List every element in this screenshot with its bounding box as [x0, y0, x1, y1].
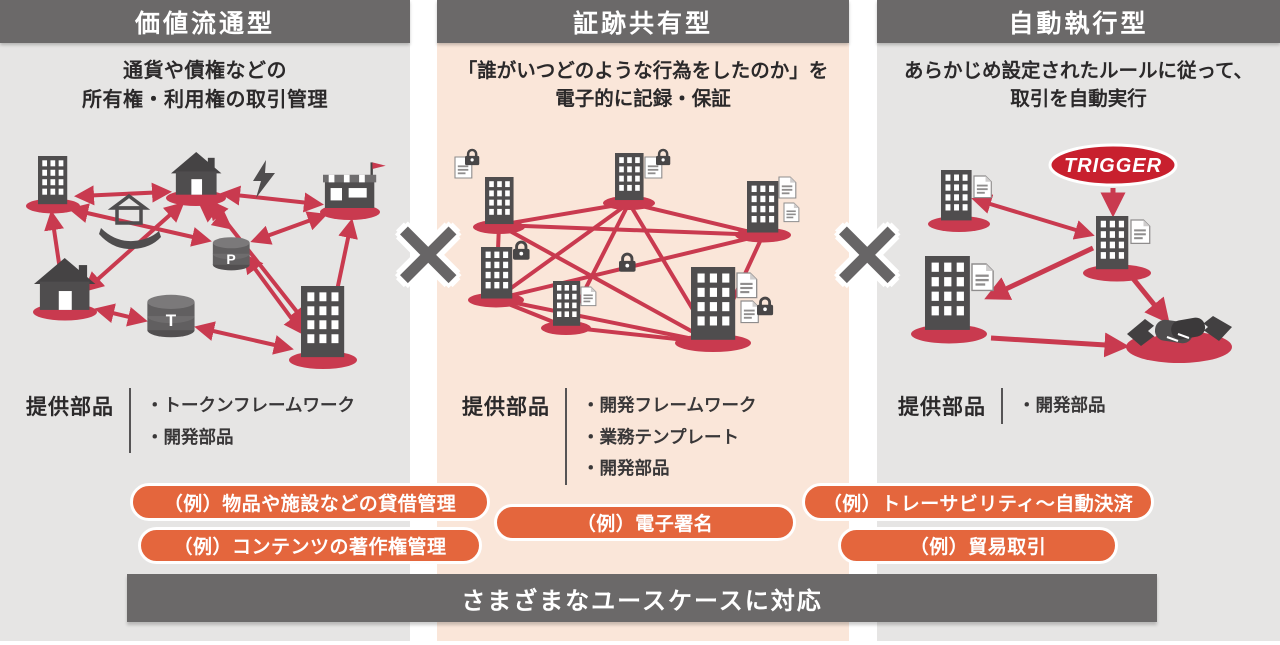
column-description: あらかじめ設定されたルールに従って、 取引を自動実行 [877, 57, 1280, 114]
parts-item: ・トークンフレームワーク [146, 395, 355, 415]
network-arrows [971, 188, 1170, 358]
building-icon [615, 153, 644, 201]
document-icon [1130, 219, 1151, 245]
column-description: 通貨や債権などの 所有権・利用権の取引管理 [0, 57, 410, 115]
parts-item: ・開発部品 [146, 426, 234, 447]
evidence-network-illustration [454, 148, 800, 352]
document-icon [740, 300, 759, 324]
description-line: 「誰がいつどのような行為をしたのか」を [457, 60, 829, 82]
vertical-divider [565, 388, 567, 485]
building-icon [38, 156, 68, 205]
provided-parts: 提供部品 ・開発部品 [898, 388, 1106, 424]
description-line: 取引を自動実行 [1010, 88, 1147, 111]
document-icon [778, 176, 797, 199]
parts-item: ・開発部品 [1018, 395, 1106, 415]
column-header-value-distribution: 価値流通型 [0, 0, 410, 43]
provided-parts: 提供部品 ・開発フレームワーク ・業務テンプレート ・開発部品 [462, 388, 756, 485]
provided-parts-list: ・トークンフレームワーク ・開発部品 [146, 388, 355, 453]
hand-house-icon [97, 194, 163, 251]
multiply-icon: × [388, 196, 469, 308]
example-pill: （例）物品や施設などの貸借管理 [130, 483, 490, 521]
description-line: 所有権・利用権の取引管理 [82, 89, 328, 111]
building-icon [1096, 216, 1129, 270]
coin-letter-t: T [166, 311, 177, 330]
column-description: 「誰がいつどのような行為をしたのか」を 電子的に記録・保証 [437, 57, 849, 114]
column-header-label: 自動執行型 [1008, 9, 1149, 38]
house-icon [34, 258, 96, 310]
vertical-divider [1001, 388, 1003, 424]
trigger-badge: TRIGGER [1048, 143, 1178, 187]
provided-parts-label: 提供部品 [898, 396, 986, 419]
provided-parts-label: 提供部品 [462, 396, 550, 419]
lightning-icon [253, 160, 275, 198]
shop-icon [323, 162, 386, 208]
description-line: 電子的に記録・保証 [555, 88, 731, 111]
column-header-evidence-sharing: 証跡共有型 [437, 0, 849, 43]
example-pill: （例）コンテンツの著作権管理 [138, 527, 482, 564]
footer-banner: さまざまなユースケースに対応 [127, 574, 1157, 622]
footer-banner-label: さまざまなユースケースに対応 [461, 587, 823, 615]
lock-icon [755, 296, 775, 317]
coin-letter-p: P [226, 251, 235, 267]
description-line: 通貨や債権などの [123, 60, 287, 82]
building-icon [481, 247, 513, 299]
provided-parts-label: 提供部品 [26, 396, 114, 419]
building-icon [691, 267, 736, 340]
trigger-label: TRIGGER [1064, 155, 1162, 177]
provided-parts-list: ・開発フレームワーク ・業務テンプレート ・開発部品 [582, 388, 756, 485]
auto-execution-illustration: TRIGGER [911, 143, 1233, 363]
example-pill: （例）トレーサビリティ〜自動決済 [802, 483, 1154, 521]
document-icon [783, 202, 800, 223]
building-icon [553, 281, 581, 326]
parts-item: ・業務テンプレート [582, 426, 739, 447]
vertical-divider [129, 388, 131, 453]
building-icon [485, 177, 514, 225]
document-icon [971, 263, 994, 292]
building-icon [747, 181, 779, 233]
lock-icon [617, 252, 637, 274]
building-icon [301, 286, 345, 358]
lock-icon [654, 148, 672, 167]
lock-icon [511, 240, 531, 262]
column-header-auto-execution: 自動執行型 [877, 0, 1280, 43]
document-icon [580, 286, 597, 307]
parts-item: ・開発部品 [582, 458, 670, 478]
value-network-illustration: P T [26, 152, 386, 369]
provided-parts-list: ・開発部品 [1018, 388, 1106, 422]
example-pill: （例）貿易取引 [838, 527, 1118, 564]
building-icon [925, 256, 970, 330]
lock-icon [463, 148, 481, 167]
column-header-label: 証跡共有型 [572, 9, 713, 38]
example-pill: （例）電子署名 [494, 504, 796, 541]
description-line: あらかじめ設定されたルールに従って、 [903, 60, 1254, 82]
column-header-label: 価値流通型 [134, 9, 275, 38]
column-evidence-sharing: 証跡共有型 「誰がいつどのような行為をしたのか」を 電子的に記録・保証 [437, 0, 849, 641]
provided-parts: 提供部品 ・トークンフレームワーク ・開発部品 [26, 388, 355, 453]
parts-item: ・開発フレームワーク [582, 395, 757, 415]
house-icon [171, 152, 222, 195]
document-icon [736, 272, 758, 299]
building-icon [941, 170, 972, 221]
multiply-icon: × [827, 196, 908, 308]
document-icon [973, 175, 992, 199]
